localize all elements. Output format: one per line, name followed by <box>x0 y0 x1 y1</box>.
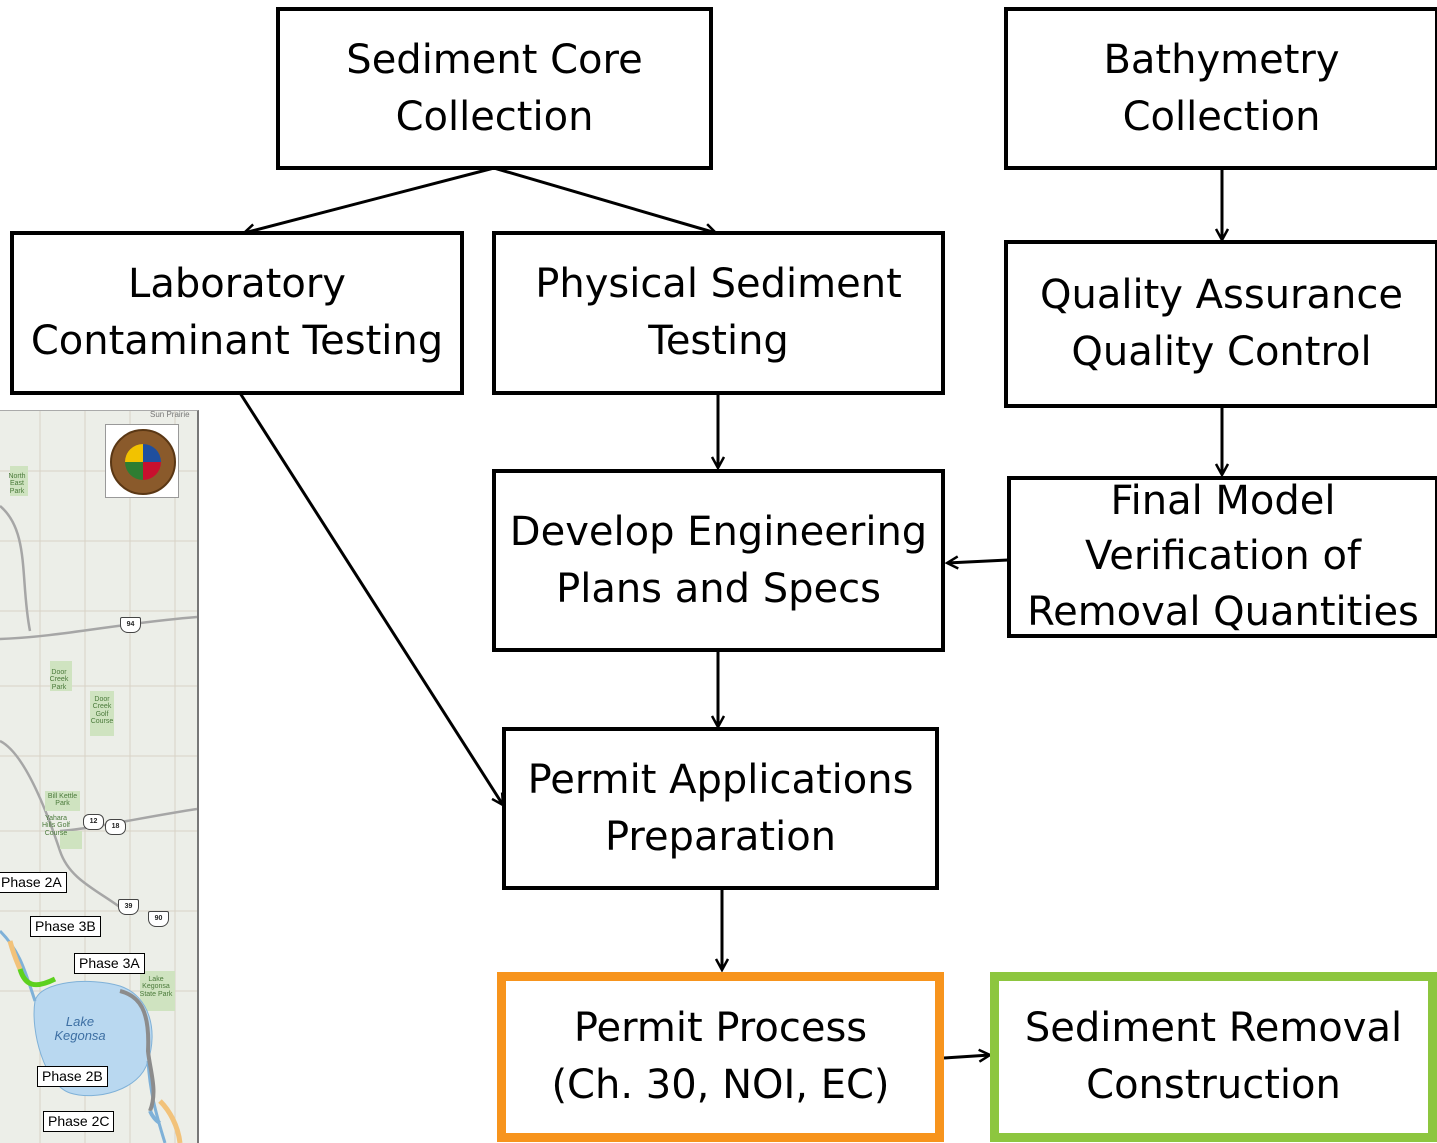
phase-label: Phase 3A <box>74 953 145 974</box>
park-label: Bill Kettle Park <box>47 793 78 808</box>
phase-3b-reach <box>7 940 23 970</box>
map-basemap <box>0 411 197 1143</box>
phase-2b-reach <box>119 989 156 1112</box>
park-label: North East Park <box>8 473 26 495</box>
arrow-core-to-lab <box>244 166 495 233</box>
lake-label: Lake Kegonsa <box>54 1014 106 1043</box>
park-label: Yahara Hills Golf Course <box>41 815 70 837</box>
phase-label: Phase 2B <box>37 1066 108 1087</box>
us-highway-shield-icon: 12 <box>83 814 104 830</box>
park-label: Lake Kegonsa State Park <box>139 976 173 998</box>
park-label: Door Creek Golf Course <box>90 696 114 726</box>
arrow-model-to-eng <box>947 560 1009 563</box>
arrow-lab-to-permitapps <box>238 392 503 805</box>
phase-3a-reach <box>17 968 57 988</box>
project-area-map: Sun Prairie North East Park Door Creek P… <box>0 410 199 1143</box>
interstate-shield-icon: 39 <box>118 899 139 915</box>
phase-2c-reach <box>158 1099 183 1143</box>
arrow-core-to-physical <box>493 166 716 233</box>
permit-process-box: Permit Process(Ch. 30, NOI, EC) <box>497 972 944 1142</box>
phase-label: Phase 3B <box>30 916 101 937</box>
interstate-shield-icon: 90 <box>148 911 169 927</box>
map-town-label: Sun Prairie <box>150 410 190 419</box>
arrow-process-to-removal <box>943 1055 990 1058</box>
phase-label: Phase 2A <box>0 872 67 893</box>
county-seal-icon <box>105 424 179 498</box>
park-label: Door Creek Park <box>49 669 69 691</box>
interstate-shield-icon: 94 <box>120 617 141 633</box>
us-highway-shield-icon: 18 <box>105 819 126 835</box>
phase-label: Phase 2C <box>43 1111 115 1132</box>
